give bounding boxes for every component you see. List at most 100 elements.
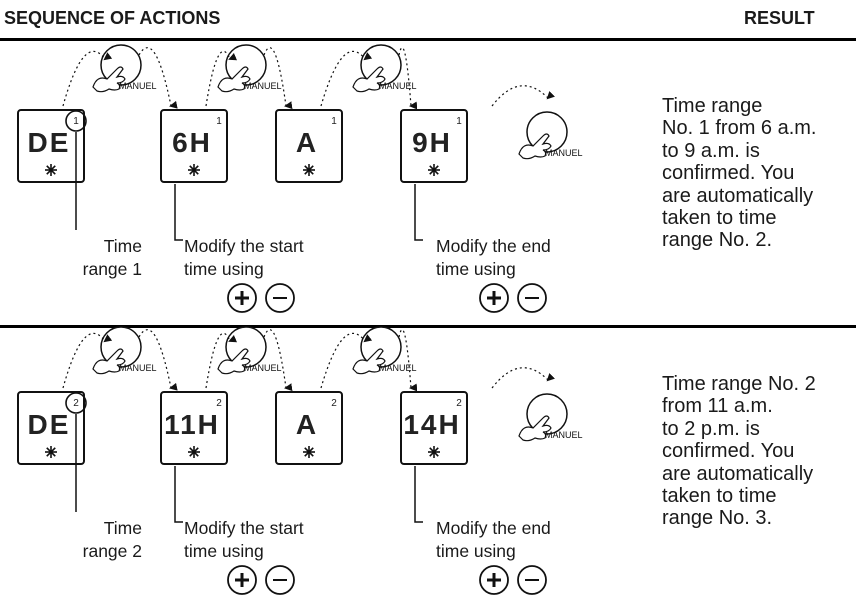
manuel-button: MANUEL: [92, 44, 157, 93]
manuel-button: MANUEL: [518, 393, 583, 442]
range-indicator-circle: [65, 392, 87, 414]
lcd-segment-text: A: [296, 409, 318, 440]
range-digit: 1: [456, 116, 462, 127]
range-digit: 2: [331, 398, 337, 409]
lcd-frame: [17, 109, 85, 183]
sequence-header: SEQUENCE OF ACTIONS: [4, 8, 221, 28]
start-instruction-row1: Modify the start: [184, 236, 304, 256]
dotted-arrow: [263, 329, 293, 392]
end-instruction-row2-line2: time using: [436, 541, 516, 561]
result-header: RESULT: [744, 8, 815, 28]
flash-star-icon: [45, 164, 57, 176]
range-digit: 2: [216, 398, 222, 409]
leader-line: [414, 184, 423, 241]
flash-star-icon: [303, 446, 315, 458]
result-text-row2: Time range No. 2 from 11 a.m. to 2 p.m. …: [662, 373, 816, 530]
dotted-arrow: [263, 47, 293, 110]
end-instruction-row1: Modify the end: [436, 236, 551, 256]
top-divider: [0, 38, 856, 41]
lcd-display: 9H 1: [400, 109, 468, 183]
flash-star-icon: [428, 164, 440, 176]
manuel-button: MANUEL: [217, 326, 282, 375]
lcd-display: A1: [275, 109, 343, 183]
dotted-arrow: [205, 332, 238, 389]
dotted-arrow: [138, 47, 178, 109]
lcd-display: DE2: [17, 391, 87, 465]
leader-line: [174, 184, 183, 241]
lcd-segment-text: 11H: [164, 409, 220, 440]
flash-star-icon: [188, 446, 200, 458]
hand-pointer-icon: [352, 66, 386, 93]
lcd-display: A2: [275, 391, 343, 465]
range-indicator-circle: [65, 110, 87, 132]
lcd-segment-text: DE: [28, 409, 71, 440]
dotted-arrow: [205, 50, 238, 107]
range-label-row1: Time: [103, 236, 142, 256]
range-label-row1-line2: range 1: [82, 259, 142, 279]
lcd-frame: [160, 109, 228, 183]
hand-pointer-icon: [217, 348, 251, 375]
dotted-arrow: [138, 329, 178, 391]
end-instruction-row1-line2: time using: [436, 259, 516, 279]
lcd-frame: [160, 391, 228, 465]
range-digit: 1: [73, 116, 79, 127]
range-label-row2: Time: [103, 518, 142, 538]
start-instruction-row1-line2: time using: [184, 259, 264, 279]
lcd-frame: [275, 391, 343, 465]
range-digit: 2: [73, 398, 79, 409]
plus-minus-buttons: [227, 565, 295, 595]
manuel-button-label: MANUEL: [119, 81, 157, 91]
lcd-segment-text: DE: [28, 127, 71, 158]
manuel-button-label: MANUEL: [545, 148, 583, 158]
manuel-button-label: MANUEL: [379, 363, 417, 373]
lcd-frame: [400, 391, 468, 465]
lcd-display: DE1: [17, 109, 87, 183]
flash-star-icon: [45, 446, 57, 458]
manuel-button-label: MANUEL: [119, 363, 157, 373]
manuel-button: MANUEL: [92, 326, 157, 375]
dotted-arrow: [398, 47, 418, 110]
dotted-arrow: [398, 329, 418, 392]
range-digit: 1: [331, 116, 337, 127]
lcd-frame: [400, 109, 468, 183]
lcd-frame: [275, 109, 343, 183]
lcd-segment-text: 14H: [403, 409, 460, 440]
plus-minus-buttons: [479, 565, 547, 595]
end-instruction-row2: Modify the end: [436, 518, 551, 538]
hand-pointer-icon: [352, 348, 386, 375]
middle-divider: [0, 325, 856, 328]
lcd-segment-text: 9H: [412, 127, 452, 158]
start-instruction-row2: Modify the start: [184, 518, 304, 538]
manuel-button: MANUEL: [518, 111, 583, 160]
hand-pointer-icon: [92, 348, 126, 375]
flash-star-icon: [303, 164, 315, 176]
dotted-arrow: [491, 85, 556, 107]
range-label-row2-line2: range 2: [82, 541, 142, 561]
hand-pointer-icon: [518, 133, 552, 160]
start-instruction-row2-line2: time using: [184, 541, 264, 561]
manuel-button-label: MANUEL: [379, 81, 417, 91]
leader-line: [414, 466, 423, 523]
result-text-row1: Time range No. 1 from 6 a.m. to 9 a.m. i…: [662, 95, 817, 252]
dotted-arrow: [491, 367, 556, 389]
lcd-display: 6H 1: [160, 109, 228, 183]
manuel-button-label: MANUEL: [545, 430, 583, 440]
plus-minus-buttons: [479, 283, 547, 313]
lcd-segment-text: A: [296, 127, 318, 158]
manuel-button-label: MANUEL: [244, 81, 282, 91]
hand-pointer-icon: [518, 415, 552, 442]
manuel-button: MANUEL: [217, 44, 282, 93]
flash-star-icon: [188, 164, 200, 176]
manuel-button-label: MANUEL: [244, 363, 282, 373]
range-digit: 2: [456, 398, 462, 409]
hand-pointer-icon: [92, 66, 126, 93]
plus-minus-buttons: [227, 283, 295, 313]
range-digit: 1: [216, 116, 222, 127]
lcd-segment-text: 6H: [172, 127, 212, 158]
lcd-frame: [17, 391, 85, 465]
hand-pointer-icon: [217, 66, 251, 93]
leader-line: [174, 466, 183, 523]
